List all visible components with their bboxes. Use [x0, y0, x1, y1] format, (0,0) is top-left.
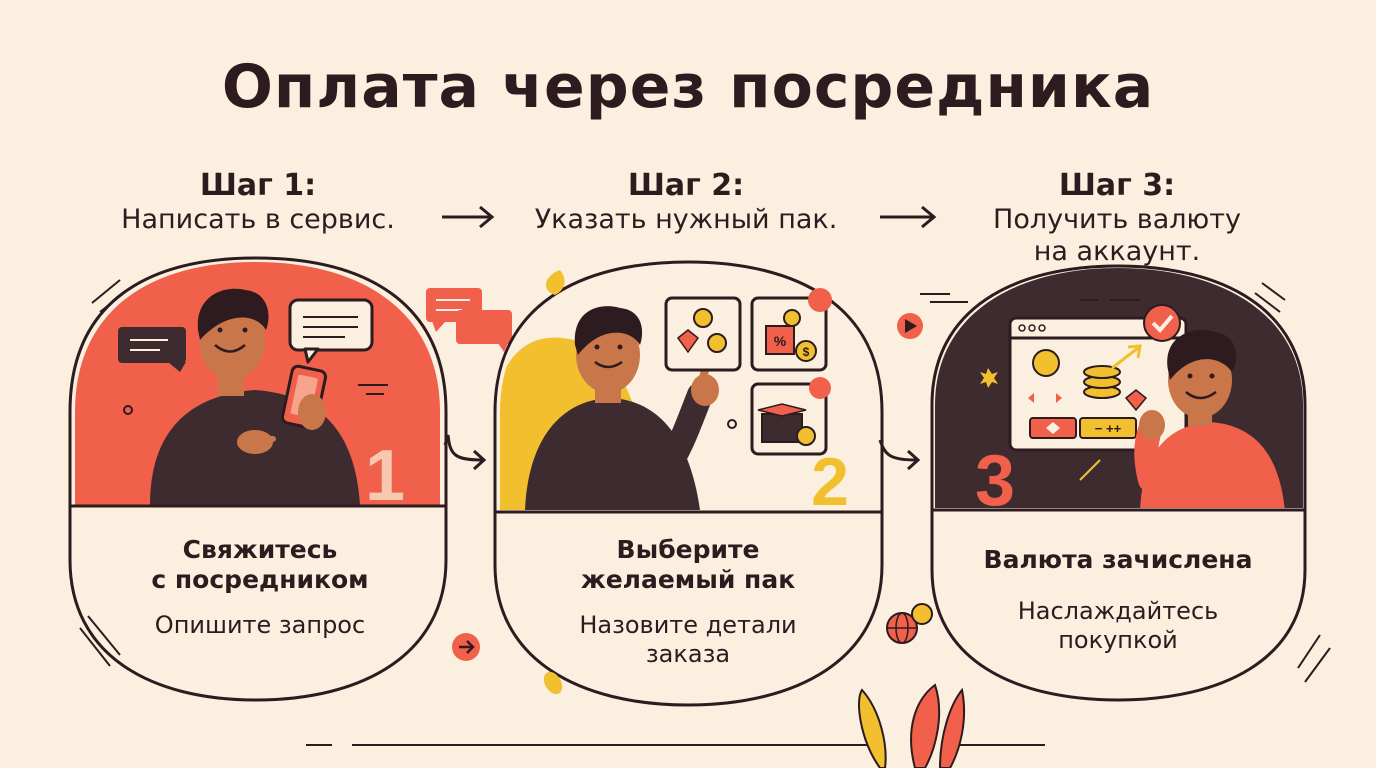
diamond-icon — [676, 329, 700, 354]
step-3-card-subtitle-line-1: Наслаждайтесь — [1017, 597, 1219, 625]
leaves-decoration — [858, 683, 966, 768]
person-with-phone — [150, 288, 360, 505]
gem-pack-panel — [664, 296, 742, 372]
step-3-description-line-2: на аккаунт. — [1033, 236, 1201, 267]
step-3-card-title: Валюта зачислена — [983, 545, 1253, 574]
amount-stepper-label: − ++ — [1095, 421, 1122, 436]
gift-box-icon: % — [765, 325, 795, 355]
play-icon — [897, 313, 923, 339]
arrow-right-icon — [452, 633, 480, 661]
globe-coin-icon — [886, 603, 933, 644]
box-pack-panel — [750, 377, 831, 456]
step-3-number: Шаг 3: — [1058, 168, 1176, 203]
step-1-card-subtitle: Опишите запрос — [154, 611, 366, 639]
person-pointing — [525, 306, 719, 510]
step-3-description-line-1: Получить валюту — [993, 204, 1241, 235]
connector-arrow-2-icon — [878, 439, 921, 471]
step-1-description: Написать в сервис. — [121, 204, 395, 235]
person-waving — [1134, 329, 1285, 508]
step-2-card-subtitle-line-1: Назовите детали — [579, 611, 797, 639]
step-3-card-text: Валюта зачислена Наслаждайтесь покупкой — [938, 545, 1298, 655]
step-1-card-text: Свяжитесь с посредником Опишите запрос — [80, 535, 440, 640]
header-arrow-1-icon — [442, 205, 495, 229]
step-3-card-subtitle-line-2: покупкой — [1058, 626, 1178, 654]
step-2-card-title-line-1: Выберите — [616, 535, 760, 564]
floating-chat-bubbles-icon — [426, 288, 512, 352]
step-2-card-text: Выберите желаемый пак Назовите детали за… — [508, 535, 868, 669]
step-2-card: 2 — [493, 260, 884, 707]
step-2-card-title-line-2: желаемый пак — [580, 565, 796, 594]
step-2-number: Шаг 2: — [627, 168, 745, 203]
pack-percent-label: % — [774, 333, 787, 349]
step-1-card-title-line-1: Свяжитесь — [182, 535, 338, 564]
step-1-header: Шаг 1: Написать в сервис. — [58, 168, 458, 236]
step-1-number: Шаг 1: — [199, 168, 317, 203]
step-3-card: 3 − ++ — [920, 264, 1331, 702]
step-2-header: Шаг 2: Указать нужный пак. — [486, 168, 886, 236]
step-2-card-subtitle-line-2: заказа — [645, 640, 731, 668]
step-3-badge-number: 3 — [975, 441, 1015, 521]
step-1-card: 1 — [68, 256, 448, 702]
dark-chat-bubble-icon — [118, 327, 186, 372]
coin-icon — [693, 308, 727, 353]
checkmark-icon — [1143, 304, 1181, 342]
step-1-card-title-line-2: с посредником — [151, 565, 369, 594]
chat-bubble-icon — [288, 298, 374, 364]
header-arrow-2-icon — [880, 205, 937, 229]
step-3-header: Шаг 3: Получить валюту на аккаунт. — [917, 168, 1317, 268]
connector-arrow-1-icon — [443, 434, 487, 471]
gift-pack-panel: % $ — [750, 288, 832, 372]
step-1-badge-number: 1 — [365, 436, 405, 516]
page-title: Оплата через посредника — [221, 52, 1155, 122]
step-2-description: Указать нужный пак. — [534, 204, 838, 235]
pack-coin-label: $ — [803, 345, 810, 359]
